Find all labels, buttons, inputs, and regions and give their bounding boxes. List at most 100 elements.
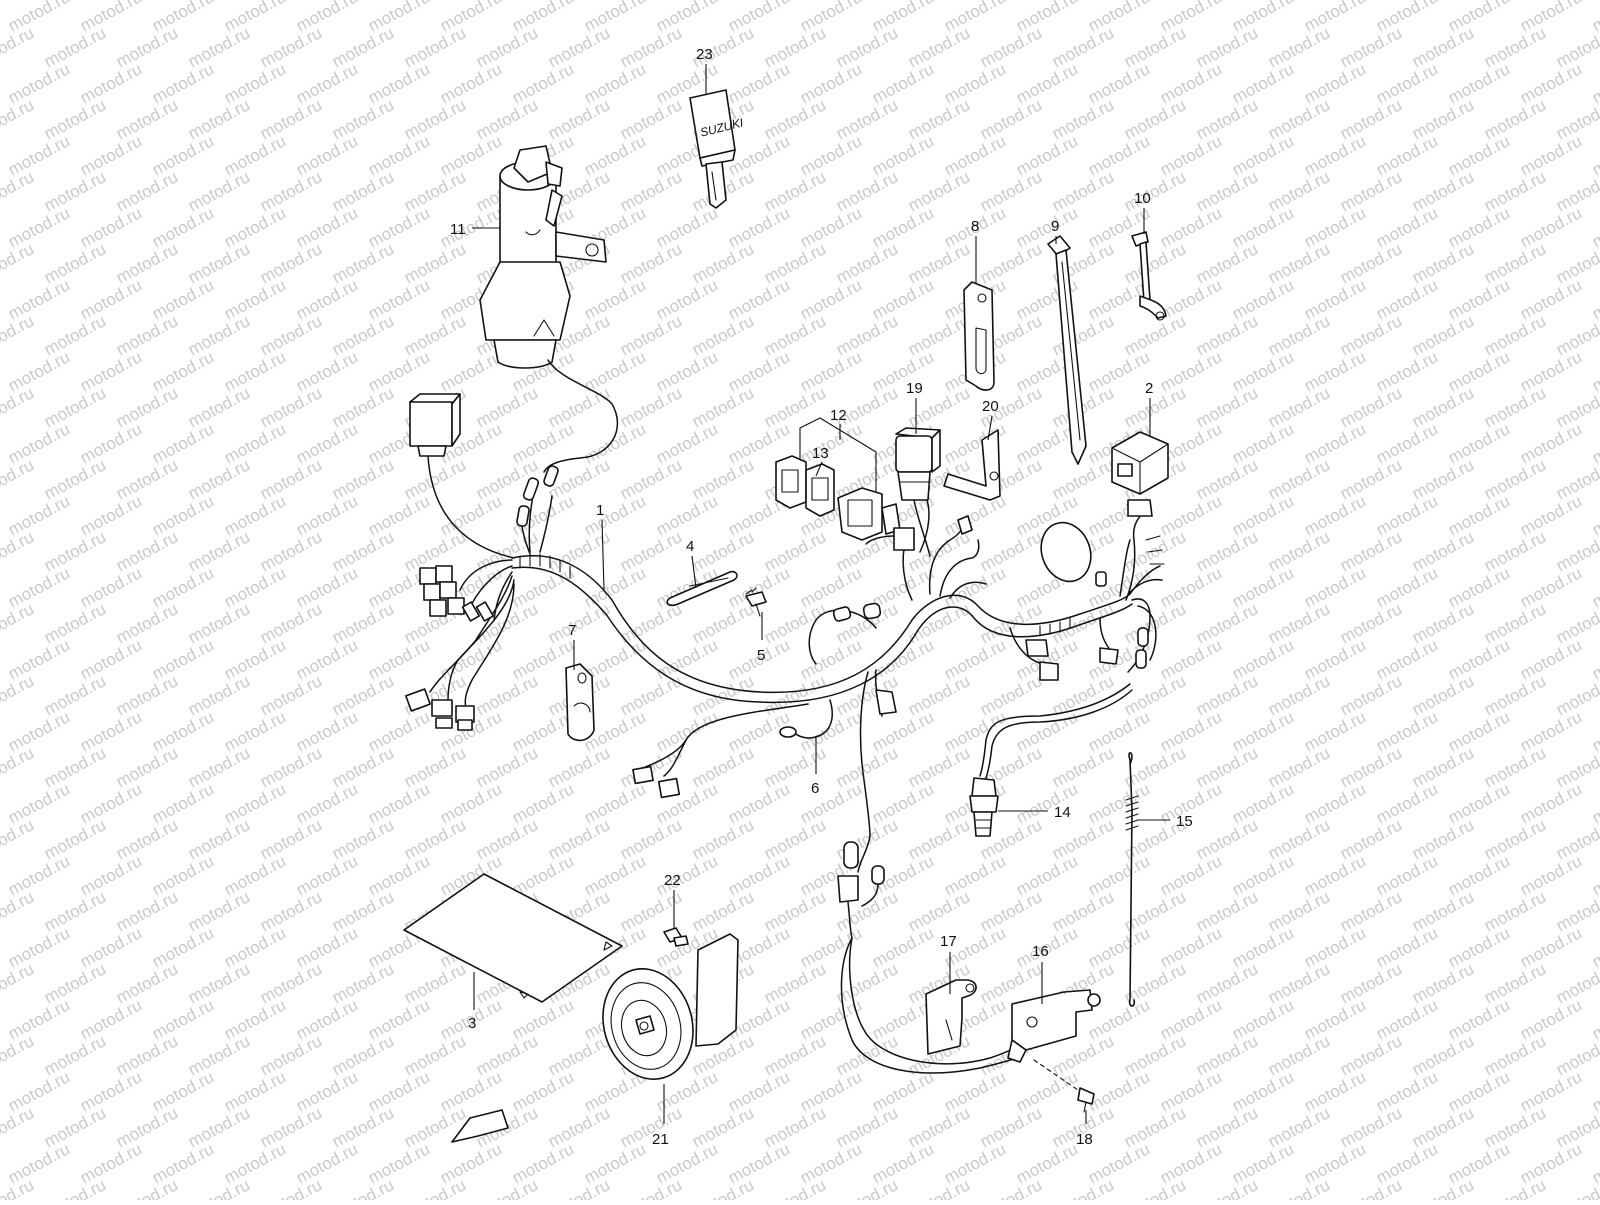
watermark-text: motod.ru <box>1265 383 1333 431</box>
watermark-text: motod.ru <box>113 671 181 719</box>
watermark-text: motod.ru <box>797 707 865 755</box>
watermark-text: motod.ru <box>797 59 865 107</box>
watermark-text: motod.ru <box>185 95 253 143</box>
horn-bolt <box>663 927 689 947</box>
watermark-text: motod.ru <box>473 815 541 863</box>
watermark-text: motod.ru <box>257 743 325 791</box>
watermark-text: motod.ru <box>401 1031 469 1079</box>
watermark-text: motod.ru <box>221 851 289 899</box>
watermark-text: motod.ru <box>1265 23 1333 71</box>
watermark-text: motod.ru <box>329 1031 397 1079</box>
watermark-text: motod.ru <box>77 1139 145 1187</box>
watermark-text: motod.ru <box>1013 851 1081 899</box>
watermark-text: motod.ru <box>221 563 289 611</box>
watermark-text: motod.ru <box>5 491 73 539</box>
watermark-text: motod.ru <box>1481 599 1549 647</box>
watermark-text: motod.ru <box>833 239 901 287</box>
watermark-text: motod.ru <box>149 491 217 539</box>
watermark-text: motod.ru <box>1229 563 1297 611</box>
watermark-text: motod.ru <box>941 59 1009 107</box>
watermark-text: motod.ru <box>41 23 109 71</box>
watermark-text: motod.ru <box>5 851 73 899</box>
watermark-text: motod.ru <box>293 851 361 899</box>
watermark-text: motod.ru <box>617 239 685 287</box>
watermark-text: motod.ru <box>1265 239 1333 287</box>
watermark-text: motod.ru <box>149 707 217 755</box>
watermark-text: motod.ru <box>401 23 469 71</box>
callout-layer: 1 2 3 4 5 6 7 8 9 10 11 12 13 <box>450 46 1193 1148</box>
watermark-text: motod.ru <box>1121 1103 1189 1151</box>
watermark-text: motod.ru <box>1049 743 1117 791</box>
watermark-text: motod.ru <box>1481 959 1549 1007</box>
watermark-text: motod.ru <box>473 1175 541 1200</box>
watermark-text: motod.ru <box>149 851 217 899</box>
watermark-text: motod.ru <box>1193 1175 1261 1200</box>
watermark-text: motod.ru <box>401 743 469 791</box>
callout-11: 11 <box>450 221 466 238</box>
watermark-text: motod.ru <box>1589 0 1600 36</box>
watermark-text: motod.ru <box>257 1103 325 1151</box>
watermark-text: motod.ru <box>725 851 793 899</box>
watermark-text: motod.ru <box>113 95 181 143</box>
watermark-text: motod.ru <box>41 671 109 719</box>
watermark-text: motod.ru <box>5 779 73 827</box>
watermark-text: motod.ru <box>185 959 253 1007</box>
watermark-text: motod.ru <box>41 1031 109 1079</box>
watermark-text: motod.ru <box>1337 455 1405 503</box>
watermark-text: motod.ru <box>1409 23 1477 71</box>
watermark-text: motod.ru <box>545 599 613 647</box>
watermark-text: motod.ru <box>797 1139 865 1187</box>
watermark-text: motod.ru <box>77 779 145 827</box>
watermark-text: motod.ru <box>1157 491 1225 539</box>
watermark-text: motod.ru <box>1013 203 1081 251</box>
watermark-text: motod.ru <box>653 203 721 251</box>
watermark-text: motod.ru <box>1337 815 1405 863</box>
callout-10: 10 <box>1134 190 1151 207</box>
watermark-text: motod.ru <box>761 167 829 215</box>
watermark-text: motod.ru <box>149 1067 217 1115</box>
watermark-text: motod.ru <box>185 455 253 503</box>
watermark-text: motod.ru <box>977 95 1045 143</box>
watermark-text: motod.ru <box>293 1067 361 1115</box>
watermark-text: motod.ru <box>41 167 109 215</box>
watermark-text: motod.ru <box>293 347 361 395</box>
watermark-text: motod.ru <box>797 131 865 179</box>
watermark-text: motod.ru <box>1517 923 1585 971</box>
watermark-text: motod.ru <box>1121 1031 1189 1079</box>
watermark-text: motod.ru <box>1481 527 1549 575</box>
watermark-text: motod.ru <box>1337 23 1405 71</box>
watermark-text: motod.ru <box>5 995 73 1043</box>
watermark-text: motod.ru <box>617 167 685 215</box>
watermark-text: motod.ru <box>1193 1031 1261 1079</box>
watermark-text: motod.ru <box>221 419 289 467</box>
watermark-text: motod.ru <box>761 1031 829 1079</box>
watermark-text: motod.ru <box>473 95 541 143</box>
watermark-text: motod.ru <box>689 599 757 647</box>
watermark-text: motod.ru <box>185 383 253 431</box>
watermark-text: motod.ru <box>1337 1175 1405 1200</box>
connector-assembly <box>775 417 915 551</box>
watermark-text: motod.ru <box>905 671 973 719</box>
watermark-text: motod.ru <box>1049 311 1117 359</box>
watermark-text: motod.ru <box>1085 131 1153 179</box>
watermark-text: motod.ru <box>1193 239 1261 287</box>
watermark-text: motod.ru <box>1013 59 1081 107</box>
watermark-text: motod.ru <box>581 1139 649 1187</box>
watermark-text: motod.ru <box>401 167 469 215</box>
watermark-text: motod.ru <box>257 455 325 503</box>
watermark-text: motod.ru <box>581 851 649 899</box>
watermark-text: motod.ru <box>1409 527 1477 575</box>
watermark-text: motod.ru <box>689 239 757 287</box>
callout-18: 18 <box>1076 1131 1093 1148</box>
watermark-text: motod.ru <box>653 707 721 755</box>
watermark-text: motod.ru <box>5 419 73 467</box>
watermark-text: motod.ru <box>1085 347 1153 395</box>
watermark-text: motod.ru <box>689 743 757 791</box>
watermark-text: motod.ru <box>1409 743 1477 791</box>
watermark-text: motod.ru <box>1409 311 1477 359</box>
watermark-text: motod.ru <box>1265 887 1333 935</box>
watermark-text: motod.ru <box>1409 815 1477 863</box>
watermark-text: motod.ru <box>365 347 433 395</box>
watermark-text: motod.ru <box>1265 311 1333 359</box>
